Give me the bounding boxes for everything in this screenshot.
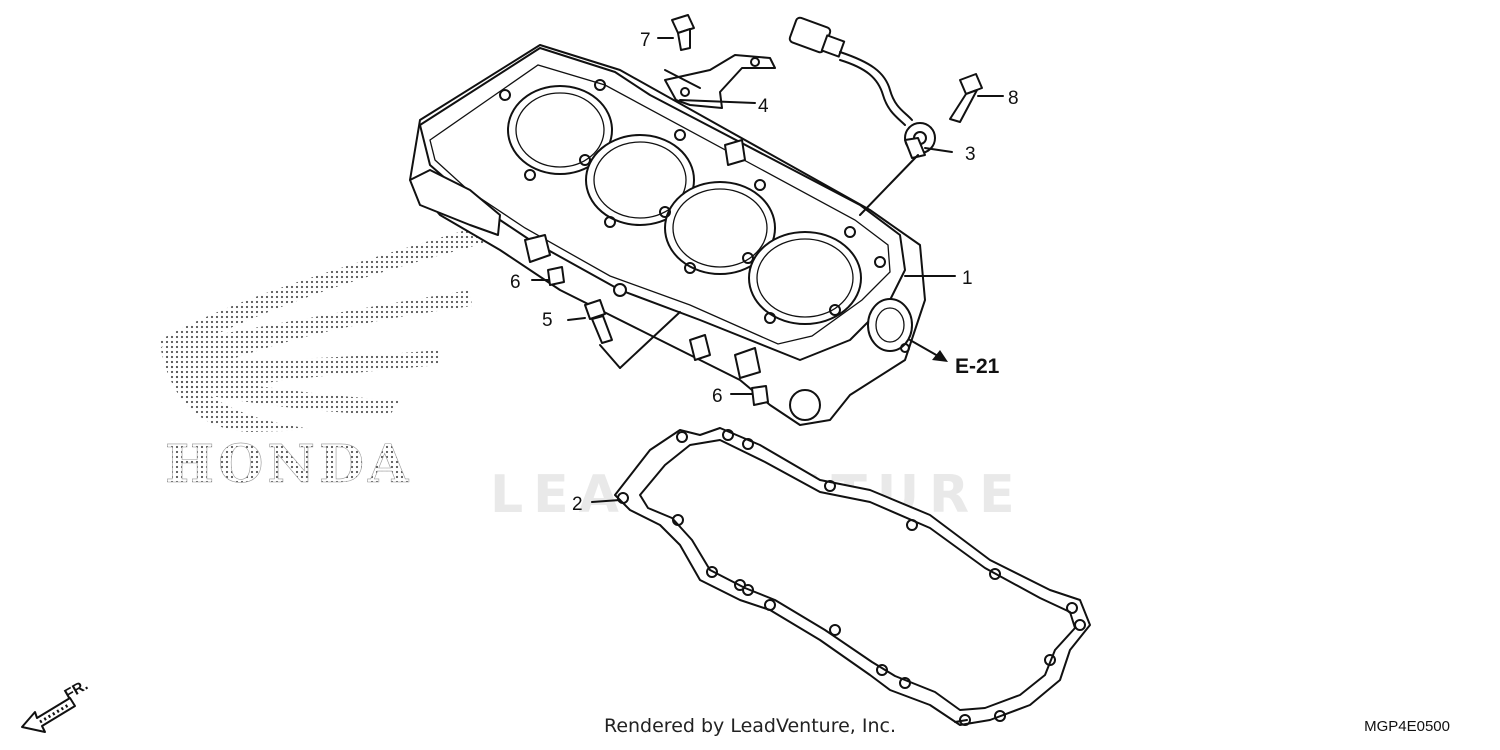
callout-6-upper: 6: [510, 272, 521, 293]
honda-wing-logo: [160, 220, 505, 432]
callout-6-lower: 6: [712, 386, 723, 407]
knock-sensor: [788, 16, 936, 159]
reference-e21: E-21: [955, 355, 1000, 378]
cylinder-block: [409, 44, 926, 426]
callout-4: 4: [758, 96, 769, 117]
bracket: [664, 54, 776, 109]
diagram-code: MGP4E0500: [1364, 718, 1450, 735]
reference-arrow: [909, 339, 948, 362]
callout-7: 7: [640, 30, 651, 51]
callout-1: 1: [962, 268, 973, 289]
leader-lines: [531, 37, 1004, 723]
footer-credit: Rendered by LeadVenture, Inc.: [603, 715, 897, 737]
callout-2: 2: [572, 494, 583, 515]
honda-logo-text: HONDA: [165, 434, 412, 495]
bolt-5: [584, 299, 613, 344]
bolt-7: [671, 14, 695, 51]
callout-3: 3: [965, 144, 976, 165]
bolt-8: [949, 73, 983, 123]
cylinder-gasket: [614, 427, 1091, 726]
callout-5: 5: [542, 310, 553, 331]
dowel-pin-upper: [547, 266, 565, 286]
callout-8: 8: [1008, 88, 1019, 109]
dowel-pin-lower: [751, 385, 769, 406]
